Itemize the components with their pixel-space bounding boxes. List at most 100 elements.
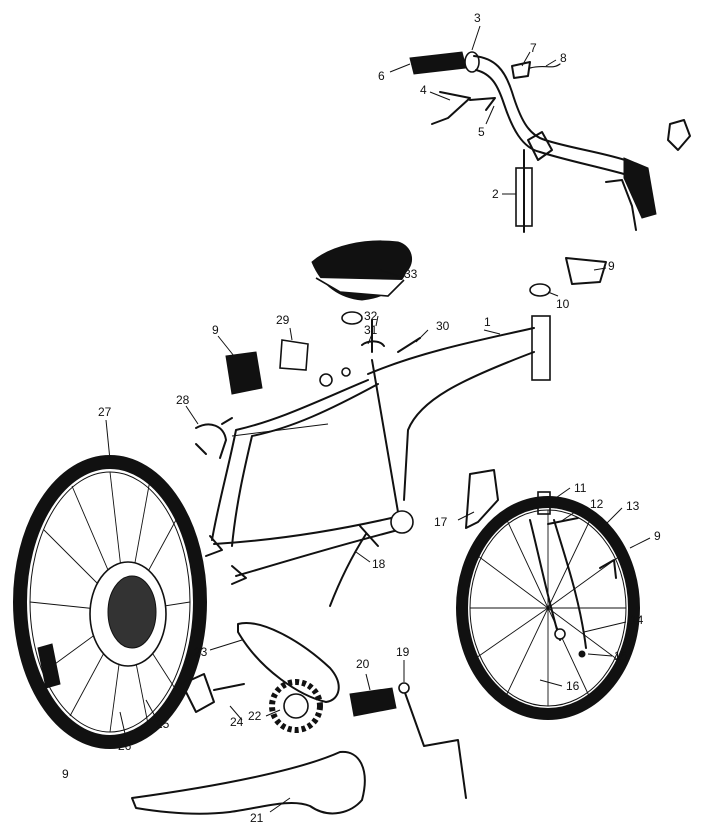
rear-reflector [225,351,263,395]
callout-17: 17 [434,515,448,529]
brake-lever-left [431,91,471,125]
front-derailleur [465,469,499,529]
callout-27: 27 [98,405,112,419]
callout-25: 25 [156,717,170,731]
callout-5: 5 [478,125,485,139]
rear-dropout-left [205,535,223,557]
reflector-bracket [279,339,309,371]
rear-derailleur [181,673,245,713]
rear-brake-caliper [195,417,233,459]
frame [205,315,551,585]
chainwheel-hub [283,693,309,719]
fork-blade-right [553,519,587,649]
pedal [349,687,397,717]
crank-arm [403,689,467,799]
front-tire [456,496,640,720]
kickstand [329,533,367,607]
freewheel-cassette [107,575,157,649]
callout-6: 6 [378,69,385,83]
callout-12: 12 [590,497,604,511]
lever-clip [469,97,496,111]
chain-guard-upper [237,622,340,703]
callout-26: 26 [118,739,132,753]
seat-stay [211,379,369,541]
callout-14: 14 [630,613,644,627]
callout-10: 10 [556,297,570,311]
rear-wheel-reflector [37,643,61,689]
stem-clamp [527,131,553,161]
callout-9-front: 9 [654,529,661,543]
down-tube [403,351,535,501]
callout-9-rear-wheel: 9 [62,767,69,781]
axle-nut [578,650,586,658]
callout-3: 3 [474,11,481,25]
callout-30: 30 [436,319,450,333]
front-fork-assembly [529,491,587,649]
callout-22: 22 [248,709,262,723]
callout-labels: 3 6 4 5 7 8 2 9 10 1 33 32 31 30 29 9 28… [62,11,661,825]
leader-lines [105,25,651,813]
saddle-assembly [311,240,413,325]
callout-24: 24 [230,715,244,729]
callout-21: 21 [250,811,264,825]
kickstand-mount [359,525,379,547]
callout-28: 28 [176,393,190,407]
crank-bolt [398,682,410,694]
seat-clamp-ring [361,340,385,347]
front-reflector [599,559,617,579]
left-grip [409,51,467,75]
seat-stay-inner [231,383,379,547]
callout-33: 33 [404,267,418,281]
bottom-bracket [390,510,414,534]
callout-18: 18 [372,557,386,571]
callout-4: 4 [420,83,427,97]
chain-stay-lower [235,529,399,577]
callout-2: 2 [492,187,499,201]
callout-13: 13 [626,499,640,513]
shifter-cable [529,63,561,69]
callout-20: 20 [356,657,370,671]
callout-29: 29 [276,313,290,327]
handlebar-assembly [409,51,691,233]
handlebar-tube-lower [475,69,625,175]
brake-lever-right [605,179,637,231]
seat-bolt [397,337,421,353]
bell-bracket [667,119,691,151]
callout-23: 23 [194,645,208,659]
chainwheel [269,679,323,733]
callout-7: 7 [530,41,537,55]
top-tube [367,327,535,375]
right-grip [623,157,657,219]
handlebar-tube [473,55,626,161]
grip-ring [464,51,480,73]
seat-washer [319,373,333,387]
rear-dropout-right [231,565,247,585]
callout-11: 11 [574,481,587,495]
front-hub [554,628,566,640]
head-reflector [565,257,607,285]
front-spokes [470,510,626,706]
head-tube [531,315,551,381]
fork-blade-left [529,519,561,641]
headset-cup [529,283,551,297]
saddle-rails [315,277,405,297]
chain-stay [213,515,401,545]
fork-brace [547,517,579,525]
shifter [511,61,531,79]
rear-tire [13,455,207,749]
callout-1: 1 [484,315,491,329]
seat-nut [341,367,351,377]
saddle-clamp [341,311,363,325]
callout-16: 16 [566,679,580,693]
callout-31: 31 [364,323,378,337]
callout-8: 8 [560,51,567,65]
chain-guard-lower [131,750,366,815]
rear-brake-leader [231,423,329,437]
callout-9-rear-reflector: 9 [212,323,219,337]
callout-15: 15 [614,649,628,663]
callout-19: 19 [396,645,410,659]
seat-tube [371,359,399,513]
callout-9-head: 9 [608,259,615,273]
callout-32: 32 [364,309,378,323]
